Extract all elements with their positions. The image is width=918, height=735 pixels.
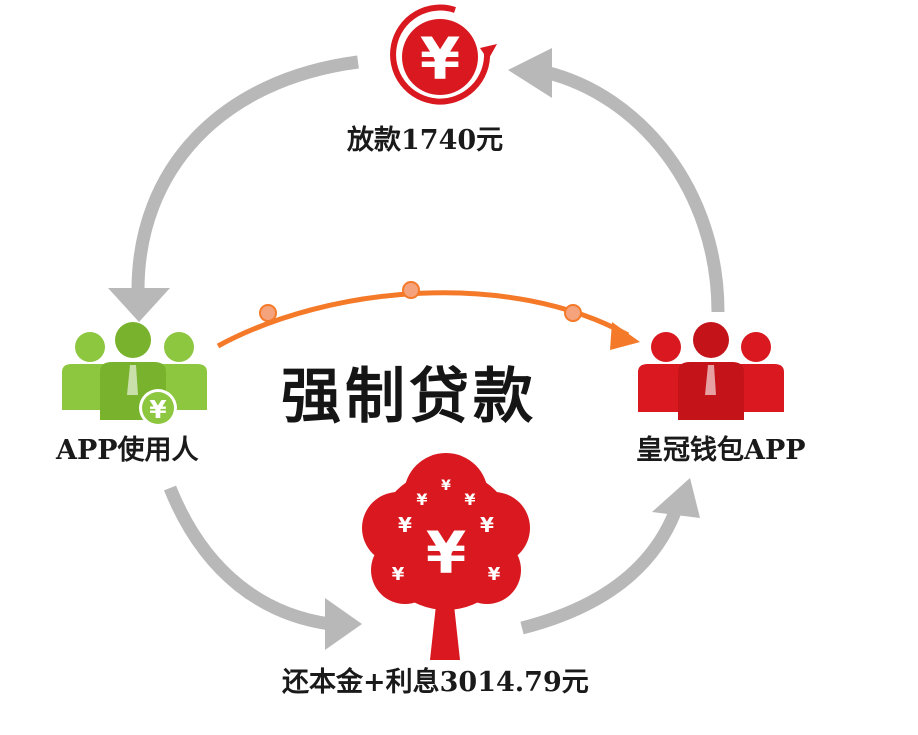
people-group-red-icon [638, 322, 784, 420]
arrow-repayment-to-wallet [520, 478, 700, 635]
yen-coin-icon: ¥ [390, 4, 497, 105]
svg-text:¥: ¥ [464, 490, 475, 509]
money-tree-icon: ¥ ¥ ¥ ¥ ¥ ¥ ¥ ¥ [362, 453, 530, 660]
user-label: APP使用人 [56, 435, 199, 466]
center-title: 强制贷款 [281, 362, 537, 432]
svg-text:¥: ¥ [441, 478, 451, 494]
wallet-label: 皇冠钱包APP [636, 435, 806, 466]
svg-text:¥: ¥ [480, 513, 494, 537]
svg-text:¥: ¥ [398, 513, 412, 537]
arrow-wallet-to-lender [508, 48, 725, 313]
arrow-user-to-repayment [163, 485, 362, 650]
repayment-label: 还本金+利息3014.79元 [282, 667, 589, 698]
svg-text:¥: ¥ [416, 490, 427, 509]
people-group-green-icon: ¥ [62, 322, 207, 427]
svg-text:¥: ¥ [149, 395, 167, 424]
arrow-user-to-wallet [216, 281, 640, 350]
arrow-lender-to-user [108, 55, 359, 322]
svg-text:¥: ¥ [420, 25, 460, 93]
flow-dot [259, 304, 277, 322]
svg-text:¥: ¥ [488, 564, 501, 585]
svg-text:¥: ¥ [426, 519, 466, 587]
flow-dot [564, 304, 582, 322]
flow-dot [402, 281, 420, 299]
svg-text:¥: ¥ [392, 564, 405, 585]
lender-label: 放款1740元 [347, 125, 504, 156]
